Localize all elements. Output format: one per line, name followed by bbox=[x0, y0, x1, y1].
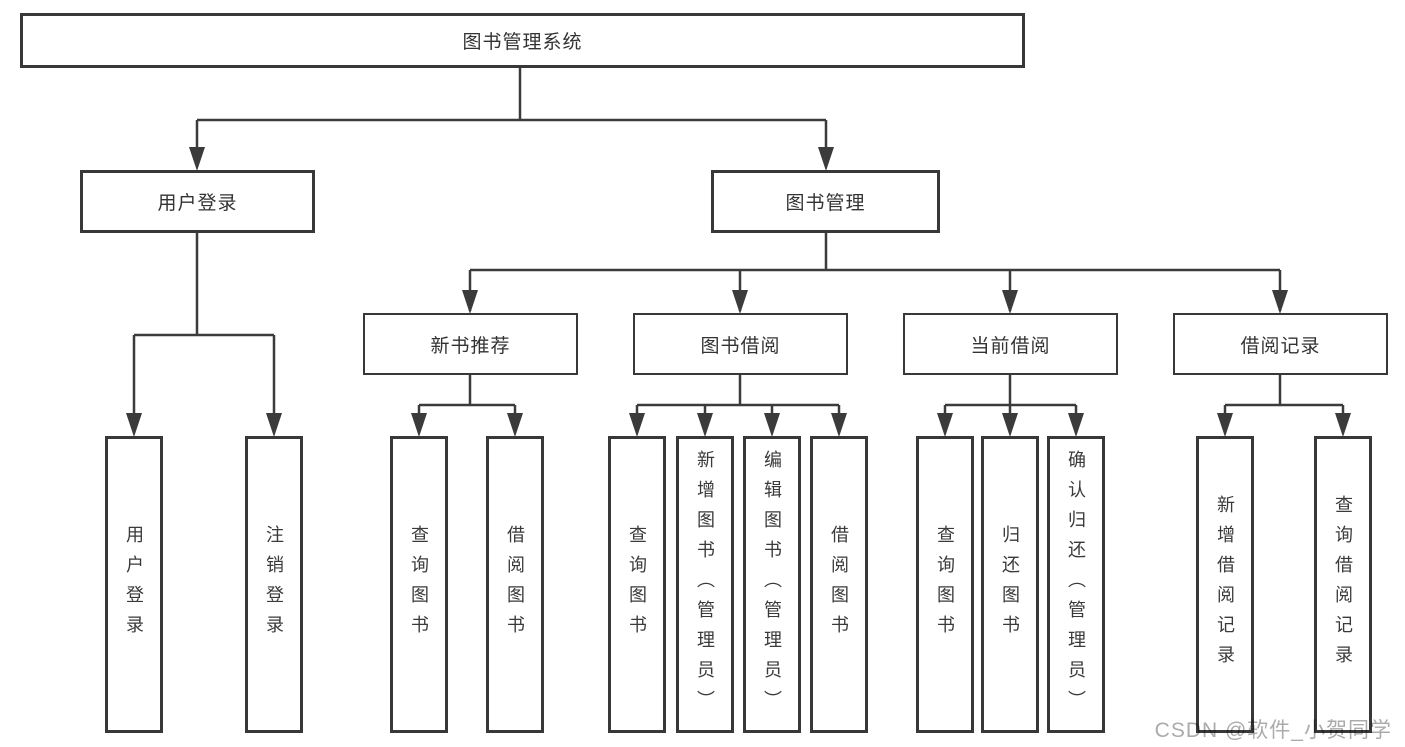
arrowhead bbox=[411, 413, 427, 437]
arrowhead bbox=[1002, 413, 1018, 437]
node-label: 当前借阅 bbox=[970, 335, 1051, 357]
node-label: 新书推荐 bbox=[430, 335, 511, 357]
arrowhead bbox=[1217, 413, 1233, 437]
arrowhead bbox=[1272, 290, 1288, 314]
arrowhead bbox=[818, 147, 834, 171]
node-leaf-add-book-admin: 新增图书（管理员） bbox=[676, 436, 734, 733]
node-label: 编辑图书（管理员） bbox=[762, 449, 782, 720]
csdn-watermark: CSDN @软件_小贺同学 bbox=[1154, 719, 1392, 742]
node-label: 新增图书（管理员） bbox=[695, 449, 715, 720]
node-leaf-user-login: 用户登录 bbox=[105, 436, 163, 733]
connector-root-to-level2 bbox=[195, 68, 828, 166]
node-label: 图书管理系统 bbox=[462, 32, 583, 53]
arrowhead bbox=[266, 413, 282, 437]
arrowhead bbox=[1068, 413, 1084, 437]
node-leaf-edit-book-admin: 编辑图书（管理员） bbox=[743, 436, 801, 733]
node-label: 查询借阅记录 bbox=[1333, 494, 1353, 675]
node-label: 图书借阅 bbox=[700, 335, 781, 357]
arrowhead bbox=[507, 413, 523, 437]
node-leaf-logout: 注销登录 bbox=[245, 436, 303, 733]
connector-segments bbox=[132, 68, 1345, 433]
connector-borrowing-to-leaves bbox=[635, 375, 841, 433]
node-label: 借阅记录 bbox=[1240, 335, 1321, 357]
node-label: 注销登录 bbox=[264, 524, 284, 645]
arrowhead bbox=[831, 413, 847, 437]
node-book-management: 图书管理 bbox=[711, 170, 940, 233]
node-label: 图书管理 bbox=[785, 193, 866, 214]
node-leaf-query-book-recommend: 查询图书 bbox=[390, 436, 448, 733]
arrowheads bbox=[126, 147, 1351, 437]
node-label: 用户登录 bbox=[157, 193, 238, 214]
node-book-borrowing: 图书借阅 bbox=[633, 313, 848, 375]
node-label: 借阅图书 bbox=[505, 524, 525, 645]
node-label: 确认归还（管理员） bbox=[1066, 449, 1086, 720]
node-label: 查询图书 bbox=[409, 524, 429, 645]
node-leaf-query-book-current: 查询图书 bbox=[916, 436, 974, 733]
node-label: 归还图书 bbox=[1000, 524, 1020, 645]
arrowhead bbox=[764, 413, 780, 437]
node-label: 用户登录 bbox=[124, 524, 144, 645]
node-leaf-query-book-borrowing: 查询图书 bbox=[608, 436, 666, 733]
arrowhead bbox=[126, 413, 142, 437]
arrowhead bbox=[462, 290, 478, 314]
node-borrowing-records: 借阅记录 bbox=[1173, 313, 1388, 375]
node-current-borrowing: 当前借阅 bbox=[903, 313, 1118, 375]
node-new-book-recommend: 新书推荐 bbox=[363, 313, 578, 375]
node-leaf-query-borrow-record: 查询借阅记录 bbox=[1314, 436, 1372, 733]
node-label: 新增借阅记录 bbox=[1215, 494, 1235, 675]
connector-new-book-to-leaves bbox=[417, 375, 517, 433]
node-leaf-borrow-book-recommend: 借阅图书 bbox=[486, 436, 544, 733]
node-label: 借阅图书 bbox=[829, 524, 849, 645]
node-user-login: 用户登录 bbox=[80, 170, 315, 233]
arrowhead bbox=[1335, 413, 1351, 437]
arrowhead bbox=[697, 413, 713, 437]
node-label: 查询图书 bbox=[935, 524, 955, 645]
arrowhead bbox=[1002, 290, 1018, 314]
node-leaf-add-borrow-record: 新增借阅记录 bbox=[1196, 436, 1254, 733]
node-library-management-system: 图书管理系统 bbox=[20, 13, 1025, 68]
arrowhead bbox=[937, 413, 953, 437]
connector-book-mgmt-to-level3 bbox=[468, 233, 1282, 311]
arrowhead bbox=[629, 413, 645, 437]
node-leaf-return-book: 归还图书 bbox=[981, 436, 1039, 733]
connector-records-to-leaves bbox=[1223, 375, 1345, 433]
node-leaf-confirm-return-admin: 确认归还（管理员） bbox=[1047, 436, 1105, 733]
node-label: 查询图书 bbox=[627, 524, 647, 645]
node-leaf-borrow-book-borrowing: 借阅图书 bbox=[810, 436, 868, 733]
arrowhead bbox=[189, 147, 205, 171]
connector-user-login-to-leaves bbox=[132, 233, 276, 433]
arrowhead bbox=[732, 290, 748, 314]
